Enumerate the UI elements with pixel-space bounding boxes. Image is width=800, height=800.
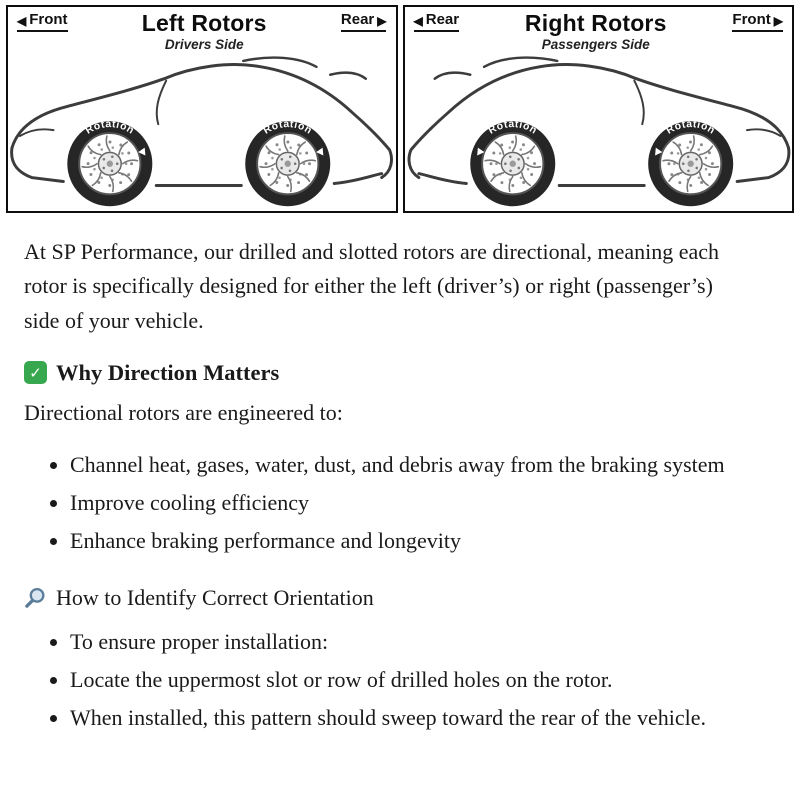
bullet-item: When installed, this pattern should swee…	[70, 701, 730, 735]
magnifier-icon	[24, 586, 47, 609]
left-rotors-panel: ◀ Front Left Rotors Drivers Side Rear ▶ …	[6, 5, 398, 213]
description-section: At SP Performance, our drilled and slott…	[0, 213, 800, 785]
bullet-item: Channel heat, gases, water, dust, and de…	[70, 448, 730, 482]
rotation-label: Rotation	[84, 119, 136, 137]
right-panel-header: ◀ Rear Right Rotors Passengers Side Fron…	[405, 7, 793, 52]
direction-text: Front	[29, 11, 68, 28]
rotation-label: Rotation	[486, 119, 538, 137]
panel-title: Right Rotors	[524, 10, 667, 36]
rotation-arrow-icon	[138, 147, 146, 156]
right-arrow-icon: ▶	[377, 14, 387, 29]
direction-text: Rear	[340, 11, 375, 28]
rotor-direction-diagram: ◀ Front Left Rotors Drivers Side Rear ▶ …	[0, 0, 800, 213]
right-arrow-icon: ▶	[773, 14, 783, 29]
rotation-label: Rotation	[262, 119, 314, 137]
bullet-item: To ensure proper installation:	[70, 625, 730, 659]
left-arrow-icon: ◀	[17, 14, 27, 29]
bullet-item: Locate the uppermost slot or row of dril…	[70, 663, 730, 697]
rotation-arrow-icon	[476, 147, 484, 156]
panel-subtitle: Passengers Side	[541, 37, 650, 52]
lead-paragraph: Directional rotors are engineered to:	[24, 399, 343, 425]
heading-text: How to Identify Correct Orientation	[56, 584, 374, 610]
check-icon: ✓	[24, 361, 47, 385]
direction-text: Front	[732, 11, 771, 28]
rear-direction-label: Rear ▶	[340, 11, 387, 32]
orientation-list: To ensure proper installation: Locate th…	[24, 625, 776, 735]
bullet-item: Enhance braking performance and longevit…	[70, 524, 730, 558]
intro-paragraph: At SP Performance, our drilled and slott…	[24, 239, 720, 333]
front-direction-label: Front ▶	[732, 11, 783, 32]
panel-title: Left Rotors	[141, 10, 267, 36]
left-car-illustration: Rotation Rotation	[8, 53, 396, 211]
svg-text:Rotation: Rotation	[262, 119, 314, 137]
bullet-item: Improve cooling efficiency	[70, 486, 730, 520]
benefits-list: Channel heat, gases, water, dust, and de…	[24, 448, 776, 558]
rotation-arrow-icon	[654, 147, 662, 156]
direction-text: Rear	[425, 11, 460, 28]
panel-subtitle: Drivers Side	[164, 37, 244, 52]
rotation-arrow-icon	[316, 147, 324, 156]
svg-text:Rotation: Rotation	[84, 119, 136, 137]
left-arrow-icon: ◀	[413, 14, 423, 29]
right-rotors-panel: ◀ Rear Right Rotors Passengers Side Fron…	[402, 5, 794, 213]
heading-identify-orientation: How to Identify Correct Orientation	[24, 585, 776, 611]
svg-text:Rotation: Rotation	[664, 119, 716, 137]
front-direction-label: ◀ Front	[17, 11, 68, 32]
svg-text:Rotation: Rotation	[486, 119, 538, 137]
heading-text: Why Direction Matters	[56, 359, 280, 385]
right-car-illustration: Rotation Rotation	[405, 53, 793, 211]
rotation-label: Rotation	[664, 119, 716, 137]
heading-why-direction-matters: ✓ Why Direction Matters	[24, 360, 776, 386]
rear-direction-label: ◀ Rear	[413, 11, 460, 32]
left-panel-header: ◀ Front Left Rotors Drivers Side Rear ▶	[8, 7, 396, 52]
